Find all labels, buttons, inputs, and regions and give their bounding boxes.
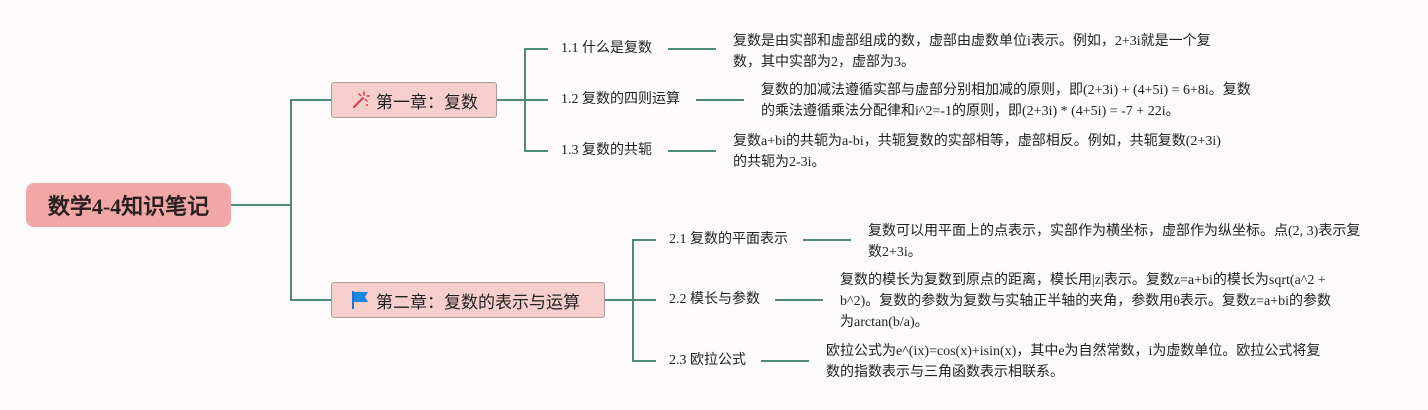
root-title: 数学4-4知识笔记 <box>47 194 210 219</box>
note-1-1: 复数是由实部和虚部组成的数，虚部由虚数单位i表示。例如，2+3i就是一个复数，其… <box>733 31 1223 73</box>
note-1-2: 复数的加减法遵循实部与虚部分别相加减的原则，即(2+3i) + (4+5i) =… <box>761 80 1261 122</box>
connector-root-to-chapter-2 <box>290 205 331 301</box>
chapter-1-title: 第一章：复数 <box>376 92 478 112</box>
note-2-3: 欧拉公式为e^(ix)=cos(x)+isin(x)，其中e为自然常数，i为虚数… <box>826 341 1326 383</box>
connector-root-to-chapter-1 <box>290 99 331 205</box>
note-1-2-text: 复数的加减法遵循实部与虚部分别相加减的原则，即(2+3i) + (4+5i) =… <box>761 83 1251 119</box>
note-1-1-text: 复数是由实部和虚部组成的数，虚部由虚数单位i表示。例如，2+3i就是一个复数，其… <box>733 34 1211 70</box>
topic-1-2[interactable]: 1.2 复数的四则运算 <box>561 90 680 110</box>
topic-1-2-title: 1.2 复数的四则运算 <box>561 92 680 107</box>
note-2-2-text: 复数的模长为复数到原点的距离，模长用|z|表示。复数z=a+bi的模长为sqrt… <box>840 273 1332 330</box>
topic-1-1[interactable]: 1.1 什么是复数 <box>561 39 652 59</box>
chapter-2-title: 第二章：复数的表示与运算 <box>376 292 580 312</box>
note-2-2: 复数的模长为复数到原点的距离，模长用|z|表示。复数z=a+bi的模长为sqrt… <box>840 270 1335 333</box>
topic-2-1[interactable]: 2.1 复数的平面表示 <box>669 230 788 250</box>
topic-1-3[interactable]: 1.3 复数的共轭 <box>561 141 652 161</box>
topic-2-3-title: 2.3 欧拉公式 <box>669 353 746 368</box>
note-1-3: 复数a+bi的共轭为a-bi，共轭复数的实部相等，虚部相反。例如，共轭复数(2+… <box>733 131 1228 173</box>
topic-2-2-title: 2.2 模长与参数 <box>669 292 760 307</box>
topic-2-3[interactable]: 2.3 欧拉公式 <box>669 351 746 371</box>
chapter-2-node[interactable]: 第二章：复数的表示与运算 <box>331 282 605 318</box>
note-1-3-text: 复数a+bi的共轭为a-bi，共轭复数的实部相等，虚部相反。例如，共轭复数(2+… <box>733 134 1221 170</box>
note-2-1-text: 复数可以用平面上的点表示，实部作为横坐标，虚部作为纵坐标。点(2, 3)表示复数… <box>868 224 1361 260</box>
root-node[interactable]: 数学4-4知识笔记 <box>26 183 231 227</box>
topic-2-2[interactable]: 2.2 模长与参数 <box>669 290 760 310</box>
topic-1-1-title: 1.1 什么是复数 <box>561 41 652 56</box>
connector-chapter-1-to-topic-3 <box>524 100 548 152</box>
flag-icon <box>350 290 370 310</box>
connector-chapter-2-to-topic-1 <box>632 239 656 300</box>
note-2-3-text: 欧拉公式为e^(ix)=cos(x)+isin(x)，其中e为自然常数，i为虚数… <box>826 344 1321 380</box>
topic-1-3-title: 1.3 复数的共轭 <box>561 143 652 158</box>
note-2-1: 复数可以用平面上的点表示，实部作为横坐标，虚部作为纵坐标。点(2, 3)表示复数… <box>868 221 1363 263</box>
connector-chapter-2-to-topic-3 <box>632 300 656 362</box>
topic-2-1-title: 2.1 复数的平面表示 <box>669 232 788 247</box>
connector-chapter-1-to-topic-1 <box>524 48 548 100</box>
chapter-1-node[interactable]: 第一章：复数 <box>331 82 497 118</box>
magic-wand-icon <box>350 90 370 110</box>
